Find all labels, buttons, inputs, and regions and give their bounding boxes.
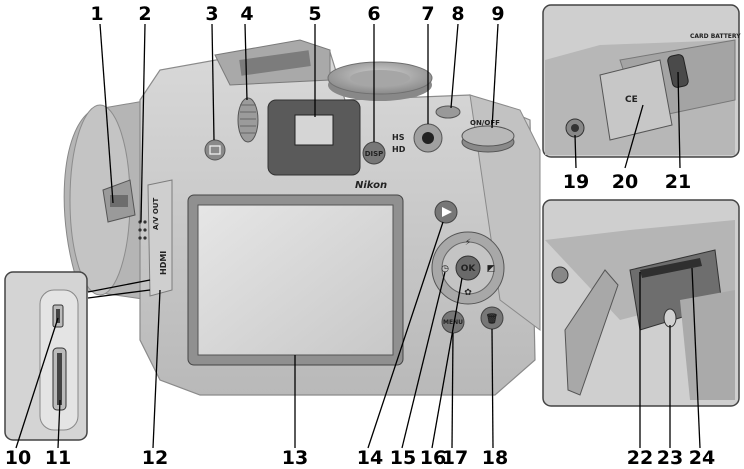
callout-16: 16 [420, 447, 446, 469]
callout-19: 19 [563, 171, 589, 193]
camera-back-view: A/V OUT HDMI [63, 39, 541, 396]
hs-label: HS [392, 133, 405, 142]
hdmi-label: HDMI [159, 251, 168, 275]
battery-inset: CE CARD BATTERY [542, 4, 741, 158]
callout-7: 7 [421, 3, 434, 25]
callout-14: 14 [357, 447, 383, 469]
movie-record-button[interactable] [413, 123, 443, 153]
card-slot-inset [542, 199, 740, 407]
callout-6: 6 [367, 3, 380, 25]
callout-12: 12 [142, 447, 168, 469]
strap-eyelet [102, 179, 136, 223]
self-timer-icon: ◷ [441, 264, 449, 274]
card-battery-label: CARD BATTERY [690, 33, 741, 40]
trash-icon: 🗑 [486, 313, 499, 325]
disp-label: DISP [365, 150, 384, 158]
macro-icon: ✿ [464, 288, 472, 298]
speaker [138, 220, 147, 240]
callout-15: 15 [390, 447, 416, 469]
connector-cover[interactable]: A/V OUT HDMI [147, 179, 173, 297]
usb-av-connector [52, 304, 64, 328]
callout-17: 17 [442, 447, 468, 469]
ok-button[interactable]: OK [455, 255, 481, 281]
lcd-monitor [187, 194, 404, 366]
mode-dial[interactable] [327, 61, 433, 101]
callout-22: 22 [627, 447, 653, 469]
exposure-icon: ◩ [487, 264, 496, 274]
ce-mark: CE [625, 95, 638, 105]
ok-label: OK [461, 264, 477, 274]
menu-button[interactable]: MENU [441, 310, 465, 334]
callout-8: 8 [451, 3, 464, 25]
callout-2: 2 [138, 3, 151, 25]
battery-latch[interactable] [663, 308, 677, 328]
open-cover [564, 269, 619, 396]
callout-18: 18 [482, 447, 508, 469]
electronic-viewfinder [267, 99, 361, 176]
callout-labels: 1 2 3 4 5 6 7 8 9 10 11 12 13 14 15 16 1… [5, 3, 715, 469]
callout-5: 5 [308, 3, 321, 25]
flash-button[interactable] [204, 139, 226, 161]
memory-card-slot [640, 258, 702, 278]
callout-4: 4 [240, 3, 253, 25]
leader-lines [15, 23, 701, 449]
callout-23: 23 [657, 447, 683, 469]
menu-label: MENU [443, 319, 463, 326]
callout-11: 11 [45, 447, 71, 469]
battery-chamber-cover[interactable]: CE [599, 59, 673, 141]
hd-label: HD [392, 145, 406, 154]
flash-mode-icon: ⚡ [465, 238, 471, 248]
on-off-label: ON/OFF [470, 119, 500, 127]
hdmi-micro-connector [52, 347, 67, 411]
disp-button[interactable]: DISP [362, 141, 386, 165]
callout-3: 3 [205, 3, 218, 25]
tripod-socket [565, 118, 585, 138]
av-out-label: A/V OUT [152, 198, 160, 230]
shutter-release-button[interactable] [435, 105, 461, 119]
playback-button[interactable] [434, 200, 458, 224]
callout-20: 20 [612, 171, 638, 193]
callout-1: 1 [90, 3, 103, 25]
brand-logo: Nikon [355, 180, 387, 191]
callout-10: 10 [5, 447, 31, 469]
diopter-control[interactable] [237, 97, 259, 143]
battery-cover-latch[interactable]: CARD BATTERY [667, 33, 741, 88]
delete-button[interactable]: 🗑 [480, 306, 504, 330]
zoom-control[interactable]: ON/OFF [461, 119, 515, 153]
callout-21: 21 [665, 171, 691, 193]
callout-13: 13 [282, 447, 308, 469]
callout-9: 9 [491, 3, 504, 25]
callout-24: 24 [689, 447, 715, 469]
